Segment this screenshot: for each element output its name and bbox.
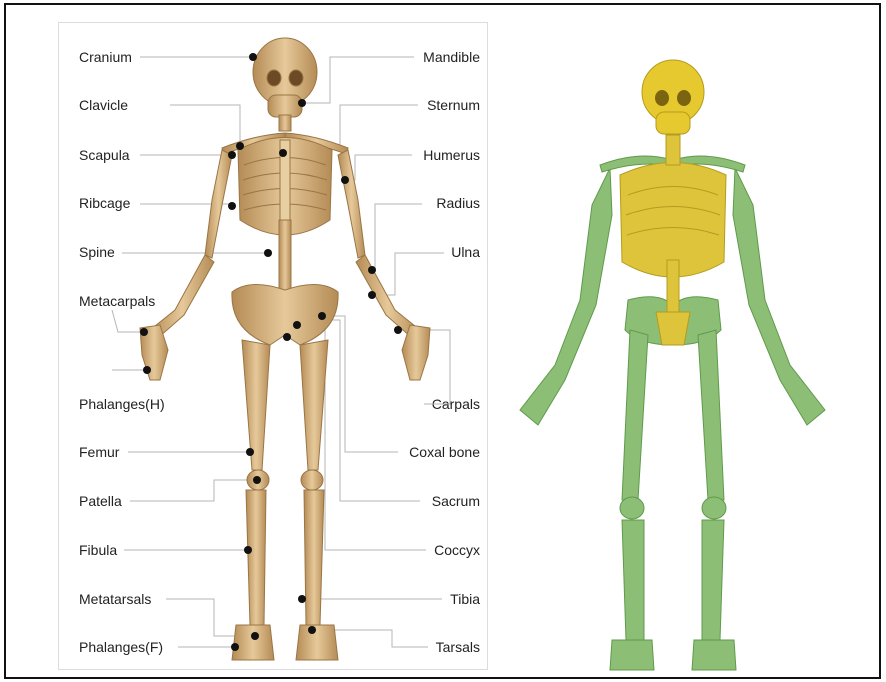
- color-coded-skeleton: [520, 60, 825, 670]
- left-skeleton-body: [140, 38, 430, 660]
